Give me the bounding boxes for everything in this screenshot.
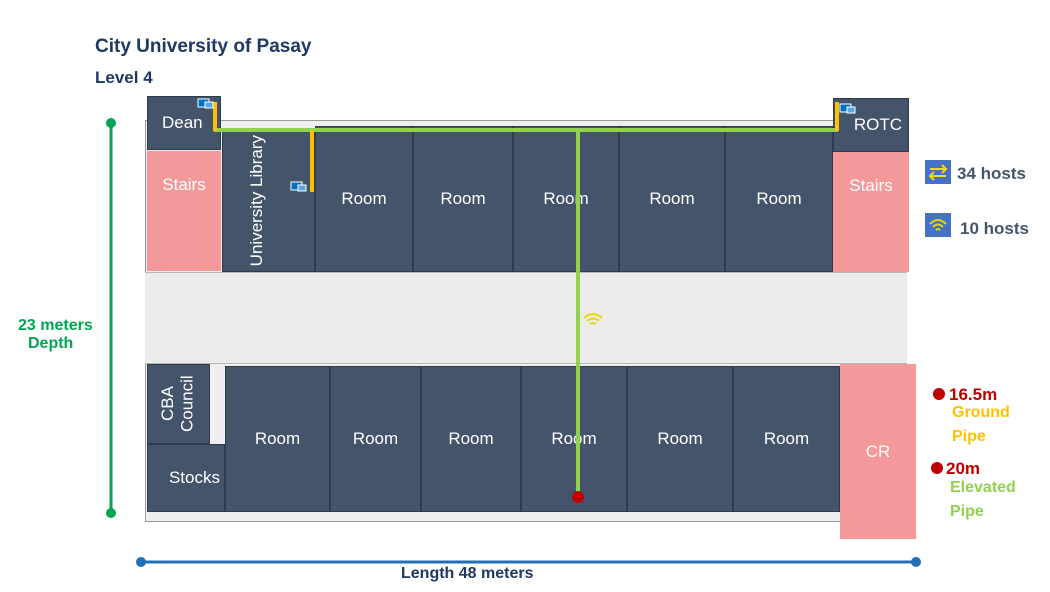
room-bottom-6-label: Room: [763, 429, 810, 448]
stairs-left-label: Stairs: [162, 175, 206, 194]
ground-pipe-length: 16.5m: [949, 385, 998, 404]
room-bottom-5-label: Room: [657, 429, 703, 448]
elevated-pipe-length: 20m: [946, 459, 981, 478]
room-bottom-2-label: Room: [352, 429, 399, 448]
room-top-4: Room: [619, 126, 725, 272]
length-line-right-cap: [911, 557, 921, 567]
room-bottom-4-label: Room: [551, 429, 597, 448]
room-top-5-label: Room: [756, 189, 802, 208]
pipe-endpoint: [572, 491, 584, 503]
depth-line-top-cap: [106, 118, 116, 128]
ground-pipe-label-2: Pipe: [952, 428, 986, 445]
room-bottom-1-label: Room: [254, 429, 301, 448]
room-top-1: Room: [315, 126, 413, 272]
hosts-wired-label: 34 hosts: [957, 164, 1026, 183]
corridor: [145, 272, 907, 364]
room-cr: CR: [840, 364, 916, 539]
room-bottom-5: Room: [627, 366, 733, 512]
room-top-3: Room: [513, 126, 619, 272]
wifi-icon-legend: [925, 213, 951, 237]
depth-line-bottom-cap: [106, 508, 116, 518]
monitor-icon-library: [290, 181, 307, 192]
room-top-5: Room: [725, 126, 833, 272]
stairs-right-label: Stairs: [849, 176, 893, 195]
room-bottom-4: Room: [521, 366, 627, 512]
room-cr-label: CR: [865, 442, 891, 461]
switch-icon: [925, 160, 951, 184]
room-top-2-label: Room: [440, 189, 486, 208]
room-dean-label: Dean: [162, 113, 203, 132]
room-stocks-label: Stocks: [168, 468, 220, 487]
length-label-2: 48 meters: [458, 565, 534, 582]
wifi-icon-corridor: [583, 313, 603, 325]
stairs-right: Stairs: [833, 152, 909, 272]
room-cba: CBA Council: [147, 364, 210, 444]
depth-label-1: 23 meters: [18, 317, 93, 334]
room-rotc-label: ROTC: [853, 115, 903, 134]
level-label: Level 4: [95, 68, 153, 87]
elevated-pipe-marker: [931, 462, 943, 474]
room-top-1-label: Room: [341, 189, 387, 208]
room-bottom-2: Room: [330, 366, 421, 512]
room-bottom-3-label: Room: [448, 429, 494, 448]
depth-label-2: Depth: [28, 335, 74, 352]
length-label-1: Length: [401, 565, 455, 582]
room-bottom-1: Room: [225, 366, 330, 512]
elevated-pipe-label-1: Elevated: [950, 479, 1016, 496]
ground-pipe-label-1: Ground: [952, 404, 1010, 421]
room-top-4-label: Room: [649, 189, 695, 208]
ground-pipe-marker: [933, 388, 945, 400]
room-top-2: Room: [413, 126, 513, 272]
monitor-icon-rotc: [839, 103, 856, 114]
length-label: Length 48 meters: [401, 565, 534, 583]
page-title: City University of Pasay: [95, 36, 312, 57]
length-line-left-cap: [136, 557, 146, 567]
room-bottom-3: Room: [421, 366, 521, 512]
elevated-pipe-label-2: Pipe: [950, 503, 984, 520]
monitor-icon-dean: [197, 98, 214, 109]
room-library: University Library: [222, 130, 315, 272]
hosts-wireless-label: 10 hosts: [960, 219, 1029, 238]
stairs-left: Stairs: [147, 151, 221, 271]
room-stocks: Stocks: [147, 444, 225, 512]
room-bottom-6: Room: [733, 366, 840, 512]
